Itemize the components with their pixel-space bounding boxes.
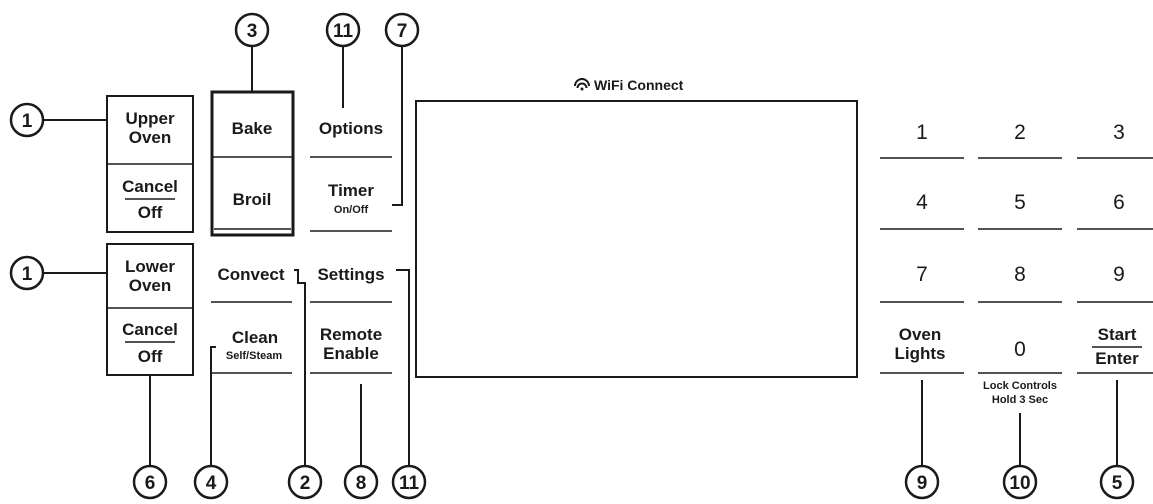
start-label[interactable]: Start bbox=[1098, 325, 1137, 344]
svg-text:5: 5 bbox=[1112, 473, 1123, 494]
bake-broil-frame bbox=[210, 90, 295, 237]
upper-off-label[interactable]: Off bbox=[138, 203, 163, 222]
callout-3: 3 bbox=[234, 12, 270, 48]
lock-controls-line1: Lock Controls bbox=[983, 380, 1057, 392]
oven-lights-line2[interactable]: Lights bbox=[895, 344, 946, 363]
leader-7 bbox=[392, 47, 403, 206]
keypad-8[interactable]: 8 bbox=[1014, 263, 1026, 286]
upper-oven-label-line2[interactable]: Oven bbox=[129, 128, 172, 147]
svg-text:9: 9 bbox=[917, 473, 928, 494]
clean-button[interactable]: Clean bbox=[232, 328, 278, 347]
display-screen bbox=[415, 100, 858, 378]
callout-1-lower: 1 bbox=[9, 255, 45, 291]
remote-enable-line2[interactable]: Enable bbox=[323, 344, 379, 363]
options-button[interactable]: Options bbox=[319, 119, 383, 138]
callout-10: 10 bbox=[1002, 464, 1038, 500]
keypad-0[interactable]: 0 bbox=[1014, 338, 1026, 361]
callout-2: 2 bbox=[287, 464, 323, 500]
keypad-1[interactable]: 1 bbox=[916, 121, 928, 144]
oven-lights-line1[interactable]: Oven bbox=[899, 325, 942, 344]
wifi-icon bbox=[574, 78, 590, 91]
lower-off-label[interactable]: Off bbox=[138, 347, 163, 366]
broil-button[interactable]: Broil bbox=[233, 190, 272, 209]
keypad-6[interactable]: 6 bbox=[1113, 191, 1125, 214]
bake-button[interactable]: Bake bbox=[232, 119, 273, 138]
clean-sub-label: Self/Steam bbox=[226, 350, 282, 362]
keypad-7[interactable]: 7 bbox=[916, 263, 928, 286]
svg-text:4: 4 bbox=[206, 473, 217, 494]
keypad-9[interactable]: 9 bbox=[1113, 263, 1125, 286]
callout-7: 7 bbox=[384, 12, 420, 48]
leader-4 bbox=[210, 346, 216, 465]
callout-4: 4 bbox=[193, 464, 229, 500]
callout-11-bottom: 11 bbox=[391, 464, 427, 500]
callout-5: 5 bbox=[1099, 464, 1135, 500]
keypad-3[interactable]: 3 bbox=[1113, 121, 1125, 144]
svg-text:7: 7 bbox=[397, 21, 408, 42]
lock-controls-line2: Hold 3 Sec bbox=[992, 394, 1048, 406]
callout-11-top: 11 bbox=[325, 12, 361, 48]
timer-sub-label: On/Off bbox=[334, 204, 369, 216]
callout-8: 8 bbox=[343, 464, 379, 500]
svg-text:6: 6 bbox=[145, 473, 156, 494]
wifi-connect-label: WiFi Connect bbox=[594, 77, 684, 93]
callout-1-upper: 1 bbox=[9, 102, 45, 138]
svg-text:1: 1 bbox=[22, 264, 33, 285]
timer-button[interactable]: Timer bbox=[328, 181, 374, 200]
callout-9: 9 bbox=[904, 464, 940, 500]
keypad-5[interactable]: 5 bbox=[1014, 191, 1026, 214]
svg-text:3: 3 bbox=[247, 21, 258, 42]
svg-text:10: 10 bbox=[1009, 473, 1030, 494]
svg-text:8: 8 bbox=[356, 473, 367, 494]
enter-label[interactable]: Enter bbox=[1095, 349, 1139, 368]
callout-6: 6 bbox=[132, 464, 168, 500]
upper-oven-label-line1[interactable]: Upper bbox=[125, 109, 175, 128]
svg-text:11: 11 bbox=[333, 21, 354, 42]
keypad-4[interactable]: 4 bbox=[916, 191, 928, 214]
convect-button[interactable]: Convect bbox=[217, 265, 284, 284]
svg-text:2: 2 bbox=[300, 473, 311, 494]
keypad-2[interactable]: 2 bbox=[1014, 121, 1026, 144]
upper-cancel-label[interactable]: Cancel bbox=[122, 177, 178, 196]
leader-2 bbox=[294, 269, 306, 465]
lower-cancel-label[interactable]: Cancel bbox=[122, 320, 178, 339]
lower-oven-label-line1[interactable]: Lower bbox=[125, 257, 175, 276]
lower-oven-label-line2[interactable]: Oven bbox=[129, 276, 172, 295]
leader-11-bottom bbox=[396, 269, 410, 465]
svg-text:1: 1 bbox=[22, 111, 33, 132]
remote-enable-line1[interactable]: Remote bbox=[320, 325, 382, 344]
settings-button[interactable]: Settings bbox=[317, 265, 384, 284]
svg-text:11: 11 bbox=[399, 473, 420, 494]
